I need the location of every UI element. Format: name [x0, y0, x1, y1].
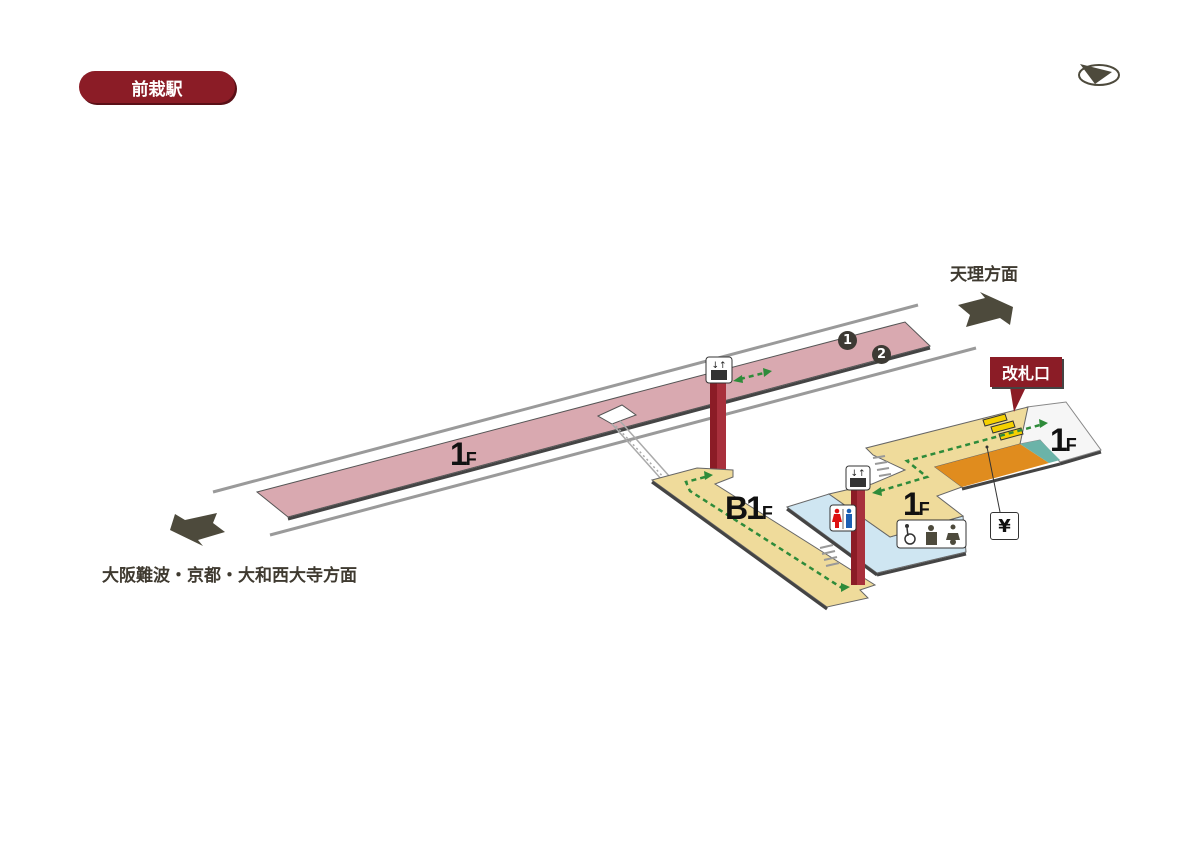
floor-label-entrance: 1F — [1050, 424, 1077, 456]
floor-label-platform: 1F — [450, 438, 477, 470]
stairs — [819, 455, 892, 567]
floor-suffix: F — [918, 499, 930, 519]
track-line — [269, 346, 977, 537]
shop-area — [935, 444, 1049, 487]
wheelchair-icon — [904, 524, 916, 545]
platform-floor — [255, 321, 931, 518]
compass-icon — [1078, 64, 1120, 86]
floor-number: 1 — [903, 486, 921, 522]
floor-number: 1 — [1050, 422, 1068, 458]
floor-number: 1 — [450, 436, 468, 472]
floor-label-concourse: 1F — [903, 488, 930, 520]
station-name-badge: 前栽駅 — [79, 71, 235, 103]
arrow-west-icon[interactable] — [170, 513, 225, 546]
track-line — [212, 303, 919, 494]
platform-number-2: 2 — [872, 345, 891, 364]
elevator-icon: ↓↑ — [845, 465, 871, 491]
floor-suffix: F — [465, 449, 477, 469]
multipurpose-toilet-icon — [926, 525, 937, 545]
baby-care-icon — [946, 524, 960, 545]
arrow-east-icon[interactable] — [958, 292, 1013, 327]
atm-icon: ¥ — [990, 512, 1019, 540]
elevator-icon: ↓↑ — [705, 356, 733, 384]
atm-pointer-line — [986, 446, 1001, 513]
teal-area — [1020, 440, 1060, 463]
svg-text:↓↑: ↓↑ — [850, 469, 865, 479]
svg-text:↓↑: ↓↑ — [711, 361, 726, 371]
ticket-gate-callout: 改札口 — [990, 357, 1062, 387]
direction-label-east: 天理方面 — [950, 265, 1018, 285]
facilities-box — [896, 519, 967, 549]
floor-number: B1 — [725, 490, 764, 526]
accessible-route — [684, 371, 1041, 590]
stairs — [611, 420, 671, 481]
callout-pointer — [1010, 387, 1026, 412]
route-arrowheads — [704, 368, 1048, 592]
floor-label-b1f: B1F — [725, 492, 773, 524]
toilet-icon — [829, 504, 857, 532]
direction-label-west: 大阪難波・京都・大和西大寺方面 — [102, 566, 357, 586]
stair-opening — [596, 404, 638, 425]
floor-suffix: F — [1065, 435, 1077, 455]
floor-suffix: F — [761, 503, 773, 523]
platform-number-1: 1 — [838, 331, 857, 350]
